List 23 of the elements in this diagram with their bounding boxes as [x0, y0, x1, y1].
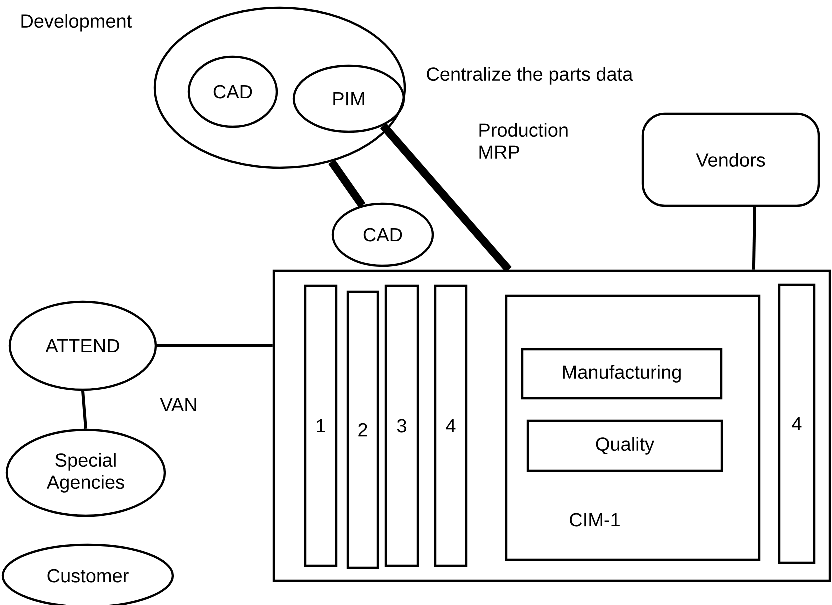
- ellipse-node: CAD: [332, 202, 434, 268]
- rounded-box: Vendors: [642, 112, 820, 208]
- slot-bar: 2: [346, 290, 380, 570]
- node-label: Development: [22, 14, 132, 32]
- connector-line: [752, 207, 756, 270]
- slot-bar: 4: [434, 284, 468, 568]
- connector-line: [380, 123, 512, 273]
- ellipse-node: PIM: [292, 64, 406, 134]
- text-label: Production MRP: [480, 123, 568, 159]
- process-box: Quality: [526, 420, 724, 472]
- ellipse-node: Special Agencies: [6, 428, 166, 518]
- text-label: Centralize the parts data: [427, 67, 634, 85]
- connector-line: [157, 344, 273, 348]
- connector-line: [82, 390, 88, 430]
- slot-bar: 4: [778, 284, 816, 564]
- slot-bar: 1: [304, 284, 338, 568]
- connector-line: [328, 160, 366, 208]
- process-box: Manufacturing: [521, 348, 723, 400]
- text-label: VAN: [160, 398, 196, 412]
- system-box: [272, 270, 832, 582]
- ellipse-node: CAD: [188, 56, 278, 128]
- slot-bar: 3: [384, 284, 420, 568]
- ellipse-node: ATTEND: [8, 300, 158, 392]
